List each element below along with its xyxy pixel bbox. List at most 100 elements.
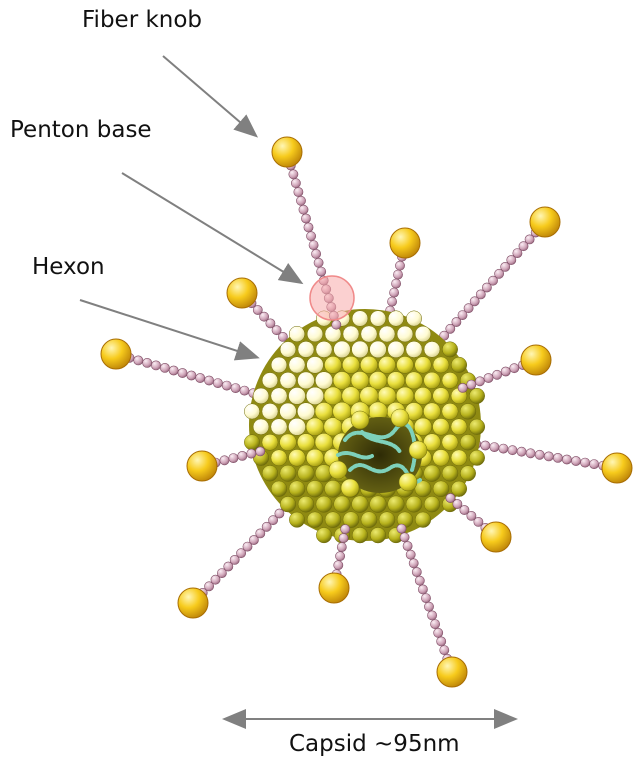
hexon-ball — [244, 404, 259, 419]
fiber-knob — [227, 278, 257, 308]
fiber-12 — [397, 524, 467, 687]
fiber-bead — [467, 380, 476, 389]
hexon-ball — [307, 357, 324, 374]
fiber-knob — [437, 657, 467, 687]
hexon-ball — [442, 372, 458, 388]
fiber-bead — [291, 179, 300, 188]
hexon-ball — [306, 418, 324, 436]
hexon-ball — [424, 496, 440, 512]
fiber-bead — [403, 541, 412, 550]
hexon-ball — [334, 496, 351, 513]
hexon-ball — [406, 496, 422, 512]
fiber-bead — [256, 447, 265, 456]
hexon-ball — [451, 419, 467, 435]
penton-base-label: Penton base — [10, 117, 152, 143]
fiber-bead — [397, 524, 406, 533]
hexon-ball — [397, 326, 413, 342]
fiber-bead — [314, 258, 323, 267]
fiber-bead — [229, 454, 238, 463]
hexon-ball — [289, 449, 306, 466]
hexon-ball — [351, 371, 369, 389]
hexon-ball — [315, 372, 332, 389]
hexon-ball — [306, 449, 323, 466]
fiber-bead — [388, 297, 397, 306]
fiber-bead — [143, 358, 152, 367]
hexon-ball — [424, 465, 441, 482]
fiber-knob-label: Fiber knob — [82, 7, 202, 33]
hexon-ball — [316, 528, 331, 543]
fiber-bead — [294, 187, 303, 196]
hexon-ball — [361, 326, 377, 342]
hexon-ball — [341, 479, 359, 497]
hexon-ball — [280, 496, 296, 512]
fiber-bead — [431, 620, 440, 629]
fiber-bead — [299, 205, 308, 214]
hexon-ball — [333, 372, 351, 390]
hexon-ball — [460, 404, 476, 420]
hexon-ball — [253, 419, 269, 435]
hexon-ball — [271, 450, 287, 466]
hexon-ball — [262, 465, 278, 481]
fiber-bead — [334, 561, 343, 570]
fiber-bead — [220, 456, 229, 465]
hexon-ball — [424, 372, 441, 389]
fiber-knob — [530, 207, 560, 237]
hexon-ball — [369, 371, 387, 389]
hexon-ball — [280, 465, 296, 481]
fiber-bead — [205, 376, 214, 385]
fiber-bead — [437, 637, 446, 646]
hexon-ball — [306, 387, 324, 405]
fiber-bead — [484, 373, 493, 382]
hexon-ball — [460, 434, 476, 450]
fiber-bead — [581, 458, 590, 467]
fiber-bead — [301, 214, 310, 223]
hexon-ball — [271, 357, 287, 373]
hexon-ball — [280, 342, 296, 358]
fiber-11 — [178, 496, 297, 618]
fiber-bead — [222, 381, 231, 390]
hexon-ball — [298, 465, 315, 482]
fiber-bead — [562, 455, 571, 464]
hexon-ball — [298, 496, 314, 512]
hexon-ball — [307, 326, 323, 342]
hexon-ball — [414, 418, 432, 436]
hexon-ball — [334, 341, 351, 358]
fiber-bead — [238, 451, 247, 460]
hexon-ball — [315, 433, 333, 451]
hexon-ball — [424, 341, 440, 357]
fiber-knob — [101, 339, 131, 369]
hexon-ball — [271, 388, 287, 404]
fiber-bead — [341, 525, 350, 534]
hexon-ball — [352, 341, 369, 358]
hexon-ball — [409, 441, 427, 459]
hexon-ball — [343, 326, 359, 342]
fiber-bead — [415, 576, 424, 585]
fiber-bead — [390, 288, 399, 297]
hexon-ball — [289, 481, 305, 497]
hexon-ball — [298, 372, 315, 389]
fiber-5 — [101, 339, 267, 400]
fiber-bead — [160, 363, 169, 372]
fiber-bead — [406, 550, 415, 559]
hexon-ball — [325, 480, 342, 497]
fiber-bead — [440, 646, 449, 655]
hexon-ball — [387, 372, 405, 390]
hexon-ball — [360, 356, 377, 373]
fiber-bead — [428, 611, 437, 620]
fiber-bead — [196, 373, 205, 382]
hexon-ball — [271, 419, 287, 435]
hexon-ball — [280, 434, 297, 451]
hexon-ball — [289, 326, 305, 342]
fiber-bead — [392, 279, 401, 288]
fiber-bead — [289, 170, 298, 179]
hexon-ball — [361, 512, 377, 528]
fiber-bead — [309, 241, 318, 250]
hexon-ball — [469, 388, 484, 403]
fiber-bead — [304, 223, 313, 232]
hexon-ball — [379, 326, 395, 342]
hexon-ball — [391, 409, 409, 427]
hexon-ball — [315, 402, 333, 420]
fiber-bead — [178, 368, 187, 377]
